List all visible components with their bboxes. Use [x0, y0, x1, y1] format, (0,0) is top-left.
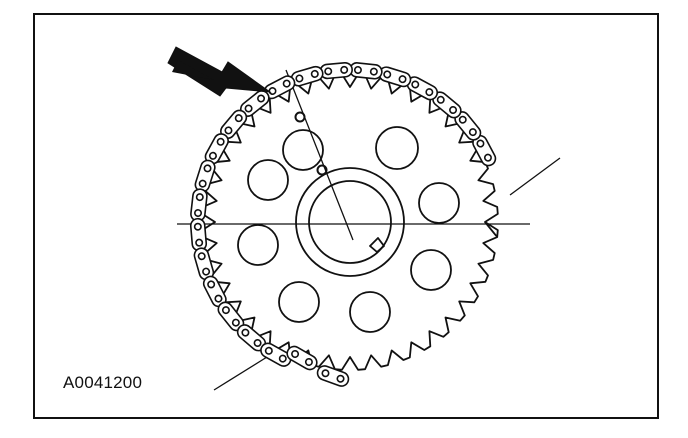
- figure-id-label: A0041200: [63, 373, 143, 392]
- timing-chain: [189, 61, 497, 387]
- chain-link: [378, 66, 412, 88]
- chain-link: [260, 342, 292, 367]
- chain-link: [189, 217, 208, 252]
- leader-line-right: [509, 157, 561, 196]
- chain-link: [217, 301, 245, 332]
- chain-link: [193, 247, 215, 281]
- chain-link: [406, 76, 439, 101]
- chain-link: [349, 62, 383, 80]
- chain-link: [194, 159, 216, 193]
- chain-link: [286, 345, 318, 371]
- arrow-icon: [167, 46, 272, 97]
- keyway: [369, 237, 385, 253]
- chain-link: [190, 188, 208, 222]
- sprocket-hub: [295, 167, 405, 277]
- chain-link: [319, 61, 353, 80]
- leader-line-bottom: [213, 351, 276, 391]
- timing-marks: [294, 111, 328, 176]
- sprocket-holes: [237, 126, 460, 333]
- timing-mark-line: [285, 69, 354, 241]
- chain-link: [316, 365, 350, 387]
- alignment-lines: [177, 69, 561, 391]
- chain-link: [220, 109, 248, 139]
